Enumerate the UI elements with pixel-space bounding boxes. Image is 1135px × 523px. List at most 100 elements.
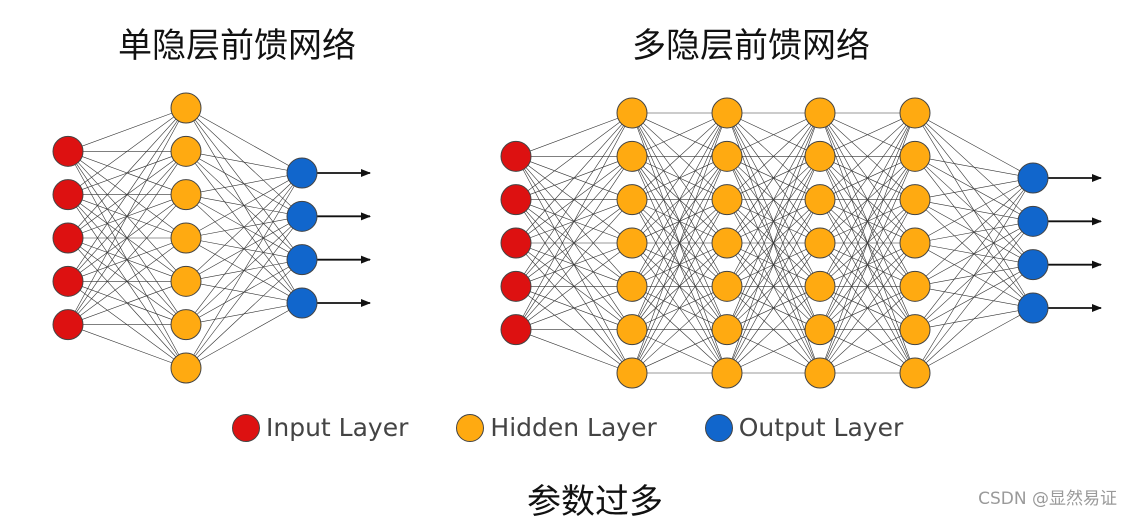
input-node-l0-4 xyxy=(52,309,84,341)
connection-l3-1-0 xyxy=(819,112,916,157)
connection-l0-0-0 xyxy=(67,107,187,152)
connection-l3-6-5 xyxy=(819,329,916,374)
hidden-node-l4-1 xyxy=(899,140,931,172)
connection-l4-1-0 xyxy=(914,156,1034,179)
hidden-node-l2-3 xyxy=(711,227,743,259)
connection-l0-4-4 xyxy=(67,281,187,325)
hidden-node-l2-0 xyxy=(711,97,743,129)
connection-l0-4-1 xyxy=(515,156,633,330)
legend-label-hidden: Hidden Layer xyxy=(490,413,657,442)
output-node-l2-0 xyxy=(286,157,318,189)
connection-l3-6-1 xyxy=(819,156,916,374)
connection-l1-3-0 xyxy=(185,172,303,239)
connection-l2-2-0 xyxy=(726,112,821,200)
connection-l1-1-0 xyxy=(631,112,728,157)
hidden-node-l3-4 xyxy=(804,270,836,302)
connection-l3-5-0 xyxy=(819,112,916,330)
input-node-l0-1 xyxy=(500,184,532,216)
hidden-node-l1-0 xyxy=(170,92,202,124)
connection-l3-6-3 xyxy=(819,242,916,374)
connection-l2-6-4 xyxy=(726,286,821,374)
multi-hidden-layer-title: 多隐层前馈网络 xyxy=(632,26,870,66)
legend-item-hidden: Hidden Layer xyxy=(456,413,657,442)
hidden-node-l1-1 xyxy=(616,140,648,172)
hidden-node-l1-4 xyxy=(616,270,648,302)
connection-l0-0-0 xyxy=(515,112,633,157)
connection-l0-1-0 xyxy=(67,107,187,195)
input-node-l0-2 xyxy=(500,227,532,259)
connection-l0-4-6 xyxy=(515,329,633,374)
input-node-l0-1 xyxy=(52,179,84,211)
hidden-node-l4-6 xyxy=(899,357,931,389)
hidden-node-l2-6 xyxy=(711,357,743,389)
connection-l4-6-1 xyxy=(914,221,1034,374)
output-node-l5-2 xyxy=(1017,249,1049,281)
connection-l4-5-0 xyxy=(914,177,1034,330)
input-node-l0-3 xyxy=(52,265,84,297)
hidden-node-l3-0 xyxy=(804,97,836,129)
input-layer-swatch xyxy=(232,413,260,442)
connection-l0-4-3 xyxy=(67,237,187,325)
input-node-l0-2 xyxy=(52,222,84,254)
hidden-node-l1-5 xyxy=(616,314,648,346)
input-node-l0-4 xyxy=(500,314,532,346)
hidden-layer-swatch xyxy=(456,413,485,442)
connection-l1-2-0 xyxy=(631,112,728,200)
hidden-node-l4-3 xyxy=(899,227,931,259)
legend-label-input: Input Layer xyxy=(266,413,409,442)
hidden-node-l1-3 xyxy=(170,222,202,254)
connection-l4-4-0 xyxy=(914,177,1034,287)
connection-l2-6-5 xyxy=(726,329,821,374)
hidden-node-l3-2 xyxy=(804,184,836,216)
connection-l1-4-0 xyxy=(185,172,303,282)
connection-l0-1-0 xyxy=(515,112,633,200)
connection-l3-4-0 xyxy=(819,112,916,287)
hidden-node-l3-5 xyxy=(804,314,836,346)
connection-l4-6-0 xyxy=(914,177,1034,374)
connection-l1-2-0 xyxy=(185,172,303,195)
hidden-node-l1-2 xyxy=(616,184,648,216)
connection-l2-6-2 xyxy=(726,199,821,374)
output-node-l2-2 xyxy=(286,244,318,276)
legend-item-input: Input Layer xyxy=(232,413,408,442)
output-node-l5-0 xyxy=(1017,162,1049,194)
connection-l3-3-0 xyxy=(819,112,916,244)
connection-l0-4-6 xyxy=(67,324,187,369)
connection-l4-6-3 xyxy=(914,307,1034,374)
hidden-node-l1-6 xyxy=(616,357,648,389)
connection-l1-6-0 xyxy=(185,172,303,369)
hidden-node-l2-5 xyxy=(711,314,743,346)
watermark: CSDN @显然易证 xyxy=(978,489,1117,509)
output-node-l2-1 xyxy=(286,200,318,232)
legend-item-output: Output Layer xyxy=(704,413,903,442)
hidden-node-l1-6 xyxy=(170,352,202,384)
connection-l1-6-3 xyxy=(631,242,728,374)
connection-l2-6-3 xyxy=(726,242,821,374)
hidden-node-l3-1 xyxy=(804,140,836,172)
hidden-node-l1-3 xyxy=(616,227,648,259)
connection-l0-4-2 xyxy=(67,194,187,325)
connection-l2-4-0 xyxy=(726,112,821,287)
input-node-l0-0 xyxy=(500,140,532,172)
single-hidden-layer-title: 单隐层前馈网络 xyxy=(118,26,356,66)
hidden-node-l2-1 xyxy=(711,140,743,172)
connection-l2-3-0 xyxy=(726,112,821,244)
legend: Input Layer Hidden Layer Output Layer xyxy=(232,413,951,442)
connection-l4-0-0 xyxy=(914,112,1034,179)
connection-l1-6-2 xyxy=(185,259,303,369)
hidden-node-l1-4 xyxy=(170,265,202,297)
connection-l2-1-0 xyxy=(726,112,821,157)
connection-l1-6-4 xyxy=(631,286,728,374)
connection-l0-4-2 xyxy=(515,199,633,330)
output-node-l5-1 xyxy=(1017,205,1049,237)
multi-hidden-layer-network xyxy=(500,97,1102,389)
connection-l3-6-4 xyxy=(819,286,916,374)
connection-l4-6-2 xyxy=(914,264,1034,374)
caption: 参数过多 xyxy=(527,482,663,522)
connection-l0-4-1 xyxy=(67,151,187,325)
connection-l1-4-0 xyxy=(631,112,728,287)
connection-l0-4-4 xyxy=(515,286,633,330)
hidden-node-l1-5 xyxy=(170,309,202,341)
hidden-node-l1-0 xyxy=(616,97,648,129)
connection-l0-4-0 xyxy=(67,107,187,325)
